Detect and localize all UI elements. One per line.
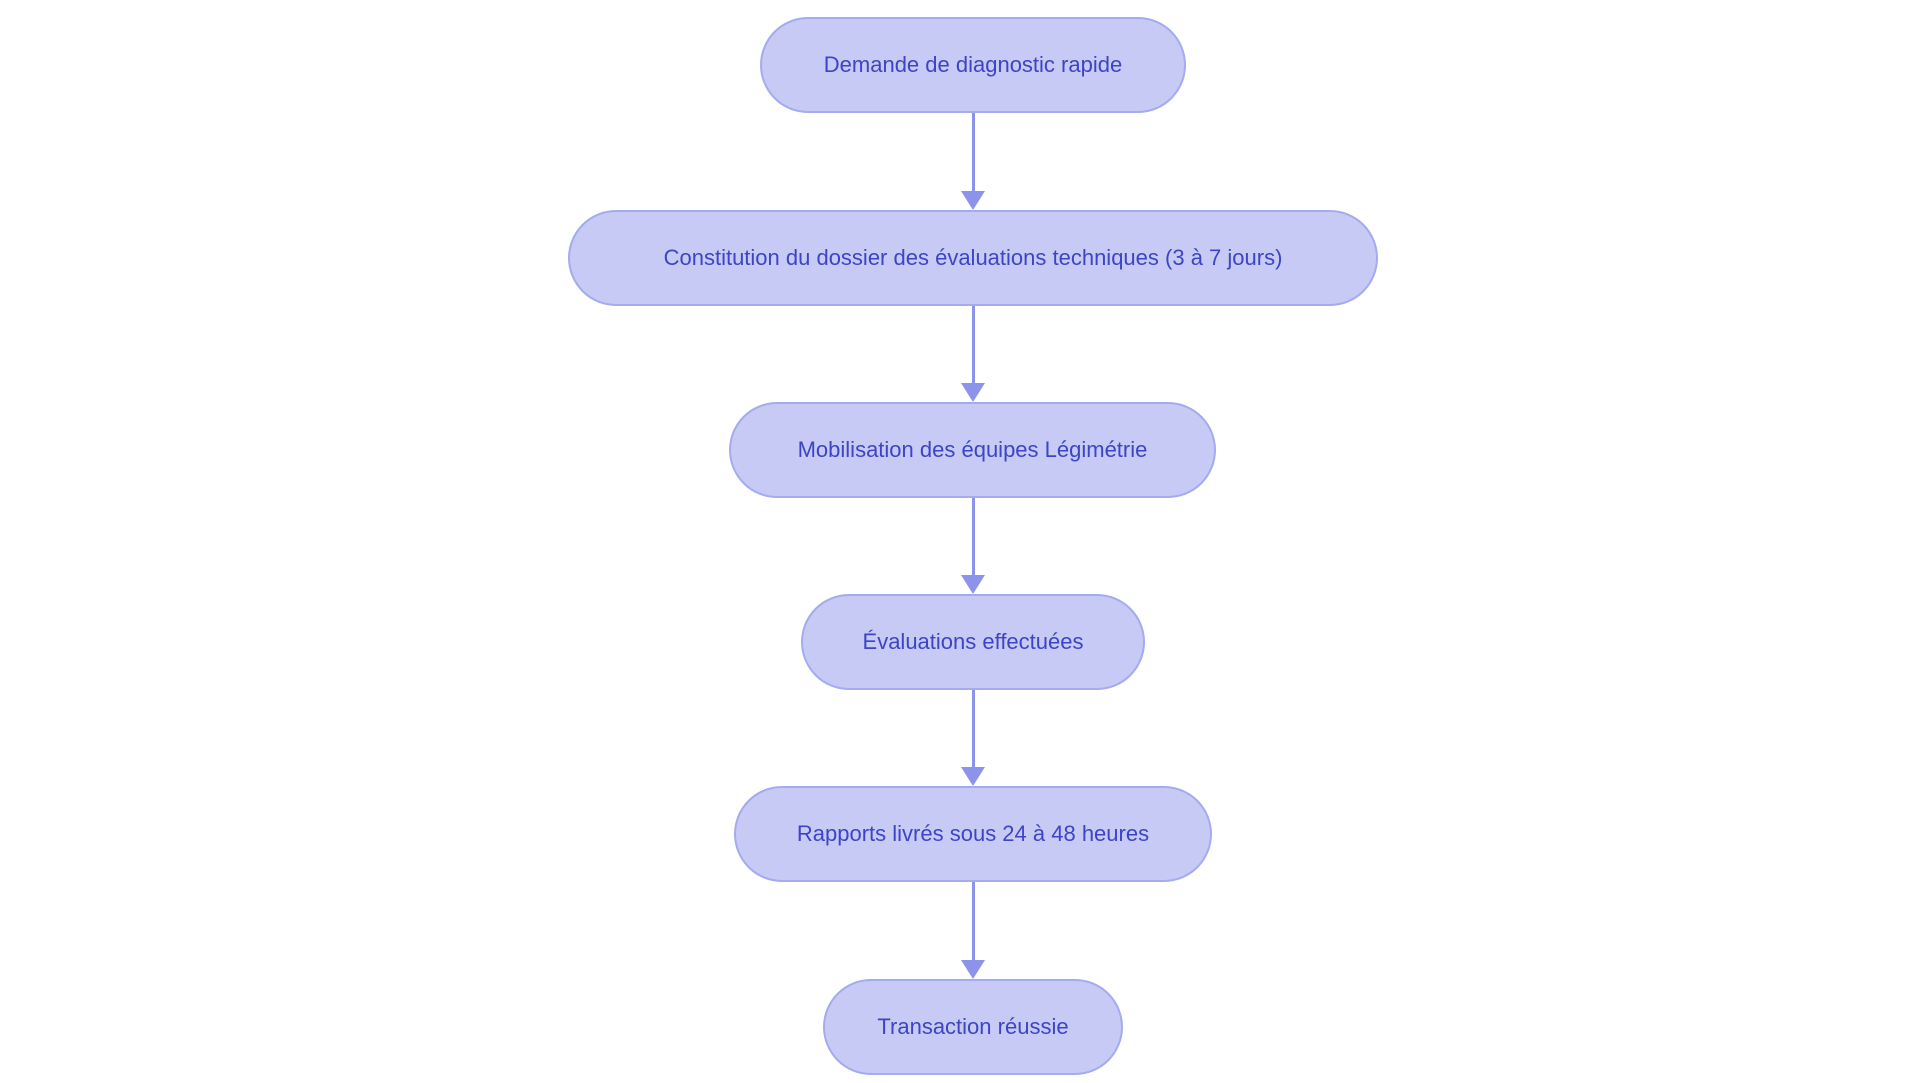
flow-node-demande-diagnostic: Demande de diagnostic rapide [760,17,1186,113]
flow-arrow-4 [961,690,985,786]
arrow-line [971,306,975,383]
flow-node-mobilisation-equipes: Mobilisation des équipes Légimétrie [729,402,1216,498]
flow-node-label: Mobilisation des équipes Légimétrie [797,436,1148,462]
flow-arrow-3 [961,498,985,594]
flow-node-constitution-dossier: Constitution du dossier des évaluations … [568,210,1378,306]
flow-arrow-5 [961,882,985,979]
arrow-down-icon [961,191,985,210]
flow-node-label: Rapports livrés sous 24 à 48 heures [796,820,1150,846]
arrow-line [971,690,975,767]
arrow-down-icon [961,575,985,594]
flow-node-rapports-livres: Rapports livrés sous 24 à 48 heures [734,786,1212,882]
flow-node-label: Constitution du dossier des évaluations … [663,244,1283,270]
arrow-down-icon [961,767,985,786]
flow-node-evaluations-effectuees: Évaluations effectuées [801,594,1145,690]
flow-arrow-2 [961,306,985,402]
arrow-down-icon [961,383,985,402]
flow-node-label: Évaluations effectuées [862,628,1084,654]
arrow-down-icon [961,960,985,979]
flow-arrow-1 [961,113,985,210]
flow-node-transaction-reussie: Transaction réussie [823,979,1123,1075]
arrow-line [971,498,975,575]
flow-node-label: Transaction réussie [877,1013,1069,1039]
arrow-line [971,882,975,960]
flow-node-label: Demande de diagnostic rapide [823,51,1123,77]
arrow-line [971,113,975,191]
